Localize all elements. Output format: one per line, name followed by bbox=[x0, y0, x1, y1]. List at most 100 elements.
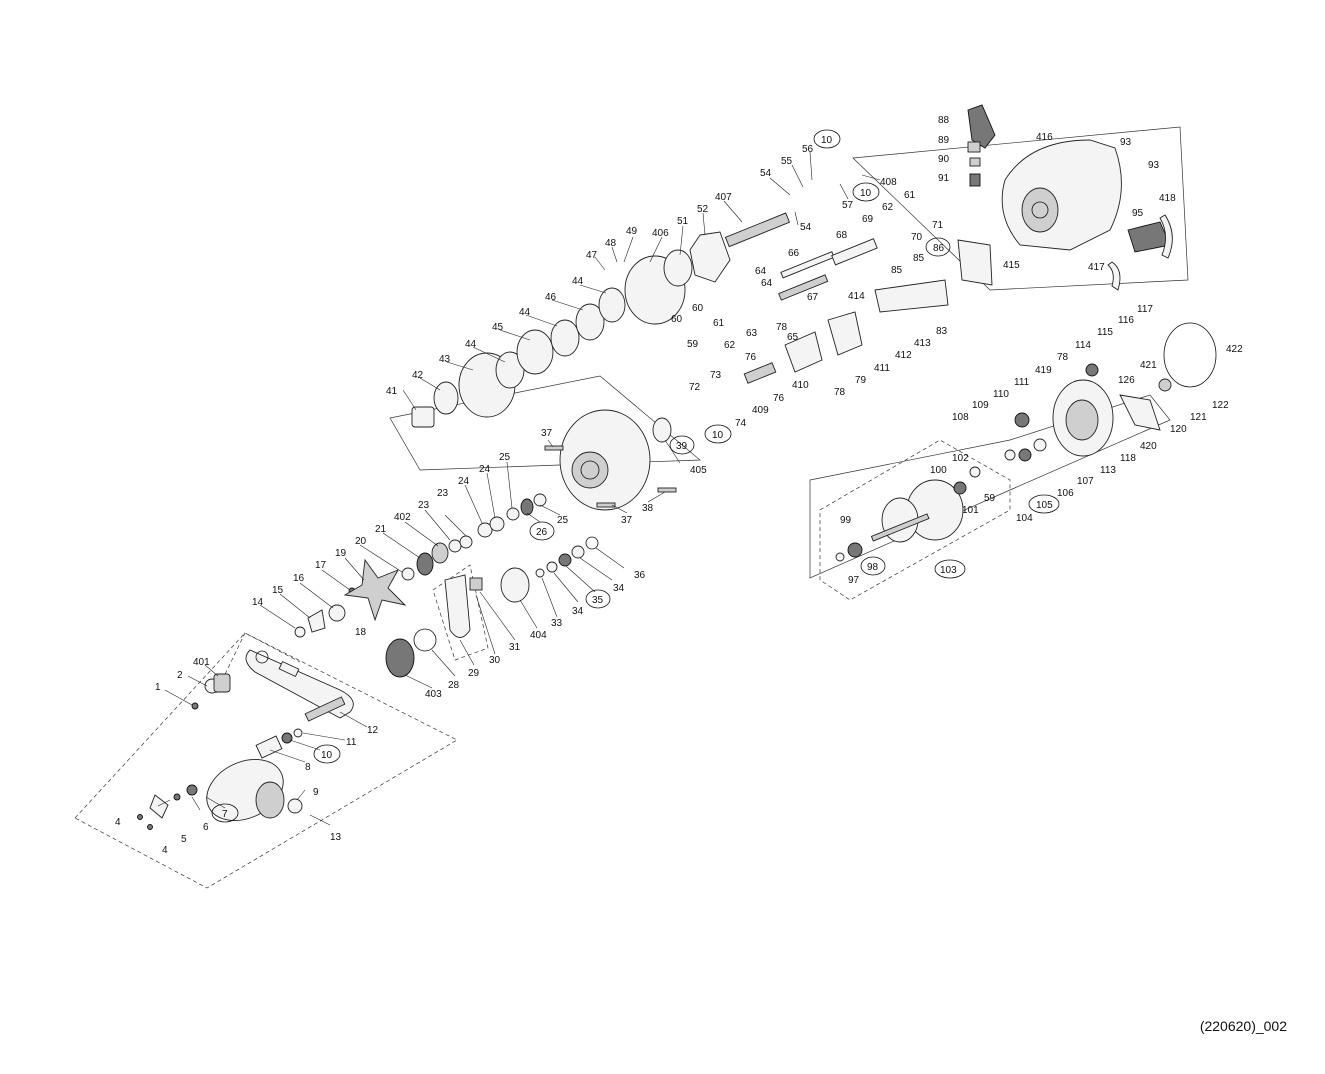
label-79: 79 bbox=[855, 375, 867, 386]
part-9-cap bbox=[287, 798, 303, 814]
label-121: 121 bbox=[1190, 412, 1207, 423]
part-38-screw bbox=[657, 487, 677, 493]
part-14-washer bbox=[294, 626, 306, 638]
label-108: 108 bbox=[952, 412, 969, 423]
part-411-frame bbox=[827, 311, 863, 356]
label-85b: 85 bbox=[913, 253, 925, 264]
label-412: 412 bbox=[895, 350, 912, 361]
label-419: 419 bbox=[1035, 365, 1052, 376]
part-7-bearing bbox=[186, 784, 198, 796]
label-54b: 54 bbox=[800, 222, 812, 233]
part-402-nut bbox=[431, 542, 449, 564]
part-37b-screw bbox=[596, 502, 616, 508]
part-labels: 1 2 401 4 4 5 6 7 8 9 10 11 12 13 14 15 … bbox=[115, 115, 1243, 856]
part-45-plate bbox=[516, 329, 554, 375]
label-422: 422 bbox=[1226, 344, 1243, 355]
label-401: 401 bbox=[193, 657, 210, 668]
part-34-washer bbox=[571, 545, 585, 559]
label-48: 48 bbox=[605, 238, 617, 249]
label-411: 411 bbox=[874, 363, 890, 374]
label-4: 4 bbox=[115, 817, 121, 828]
part-36-ring bbox=[585, 536, 599, 550]
label-21: 21 bbox=[375, 524, 387, 535]
label-11: 11 bbox=[346, 737, 357, 748]
part-10-bearing bbox=[281, 732, 293, 744]
part-15-spring bbox=[307, 609, 326, 633]
label-409: 409 bbox=[752, 405, 769, 416]
label-414: 414 bbox=[848, 291, 865, 302]
leader-lines bbox=[157, 151, 881, 826]
part-89-block bbox=[967, 141, 981, 153]
label-78b: 78 bbox=[834, 387, 846, 398]
diagram-code: (220620)_002 bbox=[1199, 1018, 1287, 1034]
label-86: 86 bbox=[933, 243, 945, 254]
part-39-bearing bbox=[652, 417, 672, 443]
part-41-bushing bbox=[411, 406, 435, 428]
part-414-bracket bbox=[874, 279, 949, 313]
part-418-cover bbox=[1159, 214, 1173, 259]
part-11-washer bbox=[293, 728, 303, 738]
handle-knob-inner-outline bbox=[215, 632, 301, 694]
part-407-drive-shaft bbox=[724, 212, 791, 248]
handle-knob bbox=[206, 735, 285, 821]
label-88: 88 bbox=[938, 115, 950, 126]
part-20-washer bbox=[401, 567, 415, 581]
label-113: 113 bbox=[1100, 465, 1116, 476]
label-31: 31 bbox=[509, 642, 521, 653]
label-102: 102 bbox=[952, 453, 969, 464]
label-89: 89 bbox=[938, 135, 950, 146]
label-76: 76 bbox=[745, 352, 757, 363]
label-72: 72 bbox=[689, 382, 701, 393]
right-side-plate-419 bbox=[1052, 379, 1114, 457]
label-407: 407 bbox=[715, 192, 732, 203]
label-23b: 23 bbox=[437, 488, 449, 499]
side-plate bbox=[559, 409, 651, 511]
part-97-washer bbox=[835, 552, 845, 562]
part-91-knob bbox=[969, 173, 981, 187]
label-104: 104 bbox=[1016, 513, 1033, 524]
part-26-bearing bbox=[520, 498, 534, 516]
label-24: 24 bbox=[458, 476, 470, 487]
callout-rings bbox=[211, 129, 1060, 823]
label-44: 44 bbox=[465, 339, 477, 350]
label-68: 68 bbox=[836, 230, 848, 241]
label-60: 60 bbox=[692, 303, 704, 314]
part-42-washer bbox=[433, 381, 459, 415]
label-6: 6 bbox=[203, 822, 209, 833]
label-417: 417 bbox=[1088, 262, 1105, 273]
label-33: 33 bbox=[551, 618, 563, 629]
label-35: 35 bbox=[592, 595, 604, 606]
label-10: 10 bbox=[321, 750, 333, 761]
label-57: 57 bbox=[842, 200, 854, 211]
label-23: 23 bbox=[418, 500, 430, 511]
label-71: 71 bbox=[932, 220, 944, 231]
label-30: 30 bbox=[489, 655, 501, 666]
label-416: 416 bbox=[1036, 132, 1053, 143]
spool-subassembly-outline bbox=[809, 394, 1171, 579]
label-2: 2 bbox=[177, 670, 183, 681]
label-69: 69 bbox=[862, 214, 874, 225]
handle-shaft-12 bbox=[304, 696, 346, 722]
part-410-guide bbox=[784, 331, 823, 373]
label-37b: 37 bbox=[621, 515, 633, 526]
part-105-bearing bbox=[1018, 448, 1032, 462]
label-10d: 10 bbox=[712, 430, 724, 441]
part-401-nut bbox=[213, 673, 231, 693]
label-24b: 24 bbox=[479, 464, 491, 475]
part-415-plate bbox=[957, 239, 993, 286]
part-5-plate bbox=[149, 794, 169, 819]
label-83: 83 bbox=[936, 326, 948, 337]
label-97: 97 bbox=[848, 575, 860, 586]
part-29-clutch-lever bbox=[444, 574, 471, 638]
part-30-block bbox=[469, 577, 483, 591]
label-44b: 44 bbox=[519, 307, 531, 318]
part-67-worm-shaft bbox=[778, 274, 829, 301]
part-409-shaft bbox=[743, 362, 777, 384]
part-420-plate bbox=[1119, 394, 1161, 431]
label-52: 52 bbox=[697, 204, 709, 215]
label-95: 95 bbox=[1132, 208, 1144, 219]
part-23-washer bbox=[448, 539, 462, 553]
label-413: 413 bbox=[914, 338, 931, 349]
part-4-screw bbox=[137, 814, 143, 820]
label-47: 47 bbox=[586, 250, 598, 261]
